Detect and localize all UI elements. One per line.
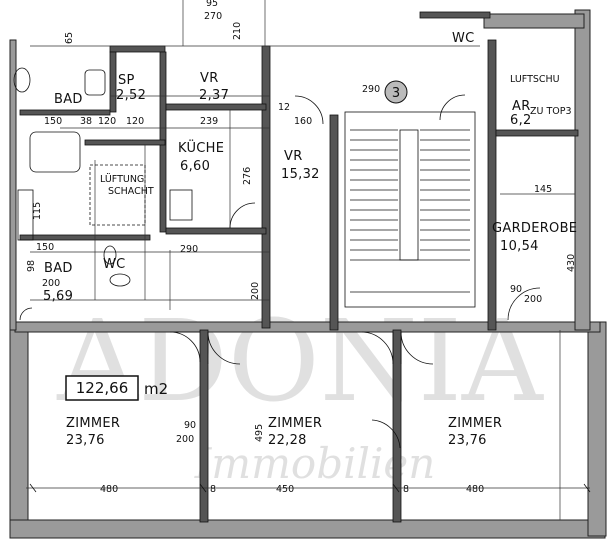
outer-walls	[9, 9, 607, 539]
dim-239: 239	[200, 116, 218, 127]
room-zimmer3-area: 23,76	[448, 433, 487, 448]
label-zu-top: ZU TOP3	[530, 106, 572, 117]
room-zimmer1-area: 23,76	[66, 433, 105, 448]
room-wc1-name: WC	[103, 257, 126, 272]
dim-276: 276	[242, 167, 253, 185]
label-schacht: SCHACHT	[108, 186, 154, 197]
stair-number: 3	[392, 86, 400, 101]
room-vr-main-area: 15,32	[281, 167, 320, 182]
room-bad2-area: 5,69	[43, 289, 73, 304]
dim-200-c: 200	[524, 294, 542, 305]
room-zimmer2-name: ZIMMER	[268, 416, 322, 431]
dim-98: 98	[26, 260, 37, 272]
dim-450: 450	[276, 484, 294, 495]
bathroom-fixtures	[13, 67, 193, 287]
door-swings	[19, 94, 541, 449]
stair-marker: 3	[384, 80, 408, 104]
total-area-box	[65, 375, 139, 401]
dim-495: 495	[254, 424, 265, 442]
dim-8-left: 8	[210, 484, 216, 495]
dim-290-b: 290	[362, 84, 380, 95]
room-vr-small-area: 2,37	[199, 88, 229, 103]
dim-480-left: 480	[100, 484, 118, 495]
dim-8-right: 8	[403, 484, 409, 495]
dim-145: 145	[534, 184, 552, 195]
room-wc2-name: WC	[452, 31, 475, 46]
room-bad2-name: BAD	[44, 261, 73, 276]
dimension-labels: 480 8 450 8 480 239 160 276 290 200 495 …	[26, 0, 577, 495]
dim-200: 200	[250, 282, 261, 300]
dim-290: 290	[180, 244, 198, 255]
room-ar-area: 6,2	[510, 113, 532, 128]
construction-lines	[26, 0, 590, 520]
dim-90-b: 90	[184, 420, 196, 431]
dim-150-a: 150	[44, 116, 62, 127]
dim-115: 115	[32, 202, 43, 220]
room-garderobe-area: 10,54	[500, 239, 539, 254]
room-vr-small-name: VR	[200, 71, 219, 86]
room-zimmer1-name: ZIMMER	[66, 416, 120, 431]
dim-430: 430	[566, 254, 577, 272]
dim-38: 38	[80, 116, 92, 127]
room-sp-name: SP	[118, 73, 135, 88]
dim-95: 95	[206, 0, 218, 9]
label-lueftung: LÜFTUNG	[100, 174, 144, 185]
misc-labels: LÜFTUNG SCHACHT ZU TOP3 LUFTSCHU	[100, 74, 572, 197]
dim-12: 12	[278, 102, 290, 113]
room-ar-name: AR	[512, 99, 531, 114]
room-sp-area: 2,52	[116, 88, 146, 103]
total-area-value: 122,66	[76, 379, 129, 397]
dim-200-b: 200	[42, 278, 60, 289]
dim-160: 160	[294, 116, 312, 127]
dim-65: 65	[64, 32, 75, 44]
room-garderobe-name: GARDEROBE	[492, 221, 577, 236]
watermark-main: ADONIA	[56, 297, 544, 427]
label-luftschu: LUFTSCHU	[510, 74, 560, 85]
dim-150-b: 150	[36, 242, 54, 253]
room-bad1-name: BAD	[54, 92, 83, 107]
dim-120-b: 120	[126, 116, 144, 127]
staircase	[344, 111, 476, 308]
dim-480-right: 480	[466, 484, 484, 495]
interior-walls	[19, 11, 579, 523]
room-labels: BAD SP 2,52 VR 2,37 KÜCHE 6,60 VR 15,32 …	[43, 31, 577, 448]
dim-210: 210	[232, 22, 243, 40]
dimension-ticks	[29, 483, 591, 493]
total-area-unit: m2	[144, 380, 168, 398]
room-zimmer3-name: ZIMMER	[448, 416, 502, 431]
room-kueche-area: 6,60	[180, 159, 210, 174]
dim-120-a: 120	[98, 116, 116, 127]
room-vr-main-name: VR	[284, 149, 303, 164]
dim-200-d: 200	[176, 434, 194, 445]
room-kueche-name: KÜCHE	[178, 139, 224, 156]
room-zimmer2-area: 22,28	[268, 433, 307, 448]
dim-90-a: 90	[510, 284, 522, 295]
dim-270: 270	[204, 11, 222, 22]
